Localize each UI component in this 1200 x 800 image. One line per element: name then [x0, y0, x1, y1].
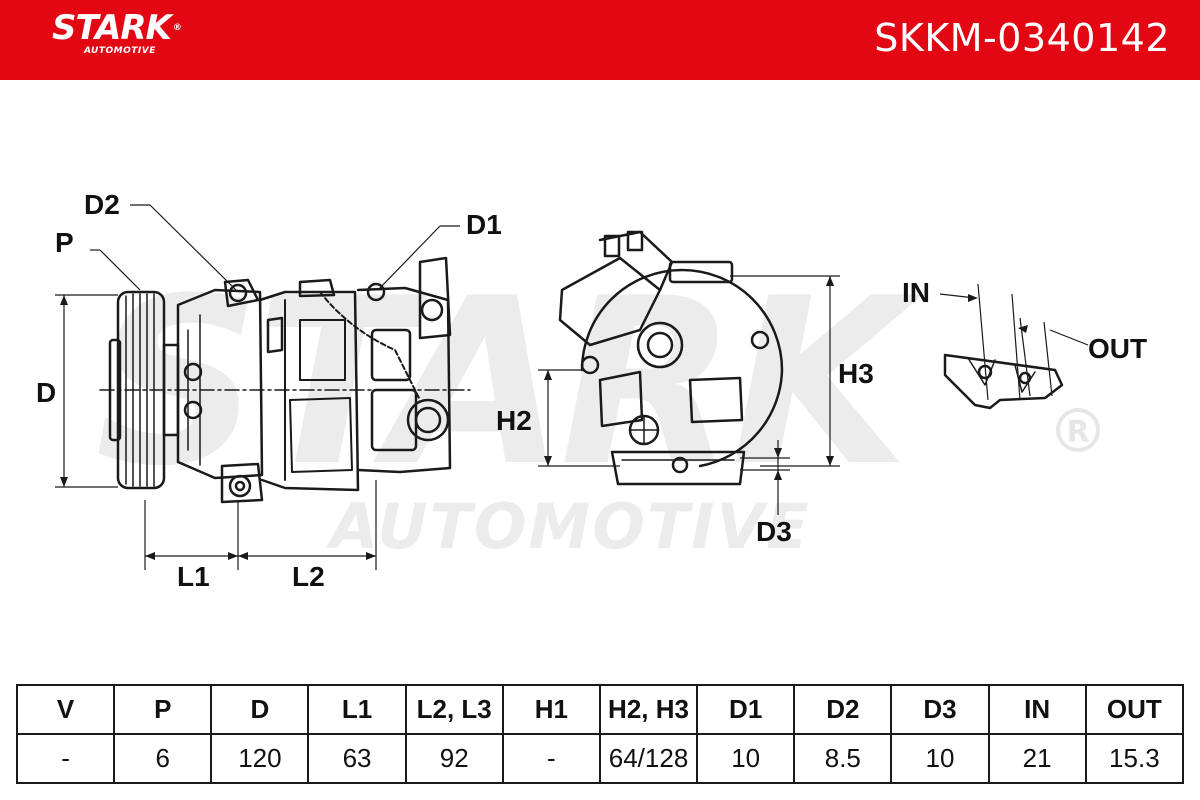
part-number: SKKM-0340142: [874, 16, 1170, 60]
spec-value-cell: 120: [210, 733, 310, 784]
dimension-lines: [55, 204, 1089, 570]
spec-value-cell: 64/128: [598, 733, 699, 784]
watermark-registered-mark: R: [1066, 415, 1089, 450]
label-h3: H3: [838, 358, 874, 389]
compressor-body-side: [176, 256, 452, 504]
watermark-bottom: AUTOMOTIVE: [325, 490, 811, 563]
spec-header-cell: L1: [307, 684, 407, 735]
watermark-top: STARK: [95, 250, 924, 517]
label-d3: D3: [756, 516, 792, 547]
spec-header-cell: H2, H3: [598, 684, 699, 735]
fitting-detail: [943, 353, 1064, 410]
watermark-registered-circle: [1056, 408, 1100, 452]
label-d1: D1: [466, 209, 502, 240]
spec-header-cell: D: [210, 684, 310, 735]
spec-header-cell: D3: [890, 684, 990, 735]
label-p: P: [55, 227, 74, 258]
label-d2: D2: [84, 189, 120, 220]
spec-value-cell: 21: [987, 733, 1087, 784]
spec-header-cell: V: [15, 684, 116, 735]
stark-logo: STARK® AUTOMOTIVE: [52, 8, 182, 56]
spec-table: V P D L1 L2, L3 H1 H2, H3 D1 D2 D3 IN OU…: [15, 684, 1185, 784]
spec-value-cell: 10: [696, 733, 796, 784]
spec-header-cell: L2, L3: [404, 684, 504, 735]
label-l1: L1: [177, 561, 210, 592]
label-out: OUT: [1088, 333, 1147, 364]
compressor-front-view: [558, 230, 784, 486]
spec-value-row: - 6 120 63 92 - 64/128 10 8.5 10 21 15.3: [15, 733, 1185, 784]
spec-header-cell: P: [113, 684, 213, 735]
header-bar: STARK® AUTOMOTIVE SKKM-0340142: [0, 0, 1200, 80]
logo-brand: STARK: [52, 8, 172, 48]
logo-registered-mark: ®: [172, 23, 182, 33]
spec-value-cell: 8.5: [793, 733, 893, 784]
spec-header-cell: IN: [987, 684, 1087, 735]
spec-value-cell: -: [501, 733, 601, 784]
spec-value-cell: 6: [113, 733, 213, 784]
watermark: STARK AUTOMOTIVE R: [95, 250, 1100, 563]
spec-header-cell: D1: [696, 684, 796, 735]
spec-header-row: V P D L1 L2, L3 H1 H2, H3 D1 D2 D3 IN OU…: [15, 684, 1185, 735]
spec-value-cell: -: [15, 733, 116, 784]
spec-value-cell: 63: [307, 733, 407, 784]
spec-header-cell: OUT: [1084, 684, 1185, 735]
compressor-diagram: STARK AUTOMOTIVE R: [36, 189, 1147, 592]
spec-value-cell: 92: [404, 733, 504, 784]
spec-value-cell: 15.3: [1084, 733, 1185, 784]
label-in: IN: [902, 277, 930, 308]
dimension-arrows: [60, 276, 1028, 560]
spec-header-cell: H1: [501, 684, 601, 735]
label-l2: L2: [292, 561, 325, 592]
label-h2: H2: [496, 405, 532, 436]
spec-header-cell: D2: [793, 684, 893, 735]
logo-subtitle: AUTOMOTIVE: [84, 46, 156, 56]
spec-value-cell: 10: [890, 733, 990, 784]
label-d: D: [36, 377, 56, 408]
